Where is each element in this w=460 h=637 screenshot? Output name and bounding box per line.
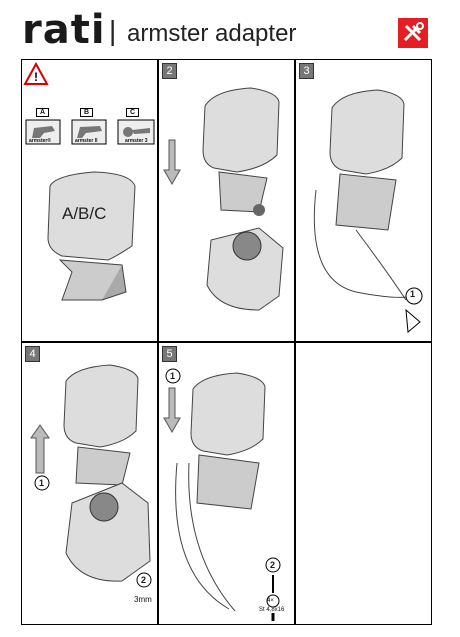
panel-5: 5 1 2 4× St 4,8x16 [158, 342, 295, 625]
variant-c-letter: C [126, 108, 140, 117]
screw-qty: 4× [267, 598, 274, 604]
hinge-illustration [313, 89, 423, 333]
install-illustration [163, 87, 284, 311]
variant-b-label: armster II [75, 138, 98, 144]
product-name: armster adapter [127, 20, 296, 48]
product-name-light: armster [127, 20, 209, 47]
armrest-illustration [47, 171, 136, 301]
svg-text:!: ! [34, 70, 38, 84]
panel-6 [295, 342, 432, 625]
step-number: 5 [162, 346, 177, 362]
sub-step-1: 1 [170, 371, 176, 381]
step-number: 2 [162, 63, 177, 79]
product-name-bold: adapter [215, 20, 297, 47]
header: rati | armster adapter [0, 0, 460, 60]
step-number: 4 [25, 346, 40, 362]
sub-step-2: 2 [141, 575, 147, 585]
warning-icon: ! [23, 61, 49, 85]
brand-logo: rati [22, 7, 106, 53]
header-divider: | [109, 15, 117, 46]
panel-4: 4 1 2 3mm [21, 342, 158, 625]
screw-spec: St 4,8x16 [259, 607, 285, 613]
variant-icons [25, 119, 155, 145]
sub-step-2: 2 [270, 560, 276, 570]
panel-2: 2 [158, 59, 295, 342]
variant-c-label: armster 3 [125, 138, 148, 144]
instruction-grid: ! A B C armster® armster II armster 3 A/… [21, 59, 432, 625]
sub-step-1: 1 [39, 478, 45, 488]
drill-size: 3mm [134, 595, 152, 604]
panel-3: 3 1 [295, 59, 432, 342]
no-tools-icon [398, 18, 428, 48]
step-number: 3 [299, 63, 314, 79]
variant-a-label: armster® [29, 138, 52, 144]
panel-1: ! A B C armster® armster II armster 3 A/… [21, 59, 158, 342]
adapter-illustration [30, 364, 152, 588]
sub-step-1: 1 [410, 289, 416, 299]
variant-b-letter: B [80, 108, 94, 117]
mount-illustration [163, 368, 281, 621]
model-text: A/B/C [62, 204, 107, 223]
variant-a-letter: A [36, 108, 50, 117]
